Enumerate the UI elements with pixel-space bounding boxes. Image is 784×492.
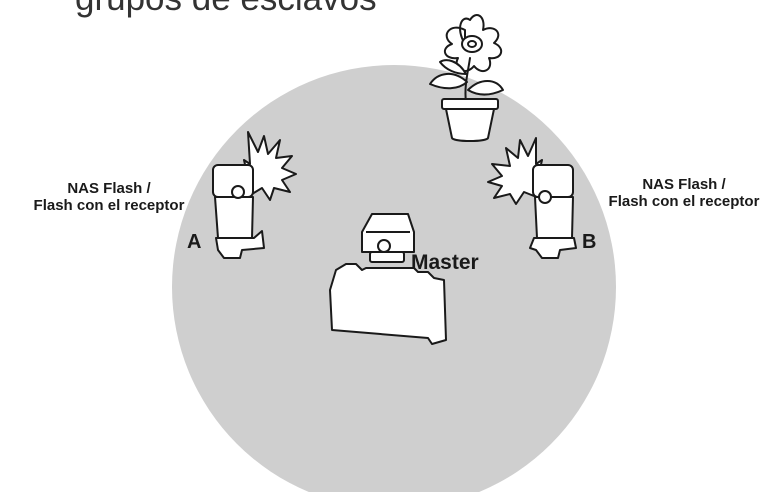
group-a-letter: A [187, 231, 202, 253]
flash-unit-icon [487, 137, 577, 259]
flash-b-label: NAS Flash / Flash con el receptor [584, 176, 784, 211]
master-label: Master [411, 251, 479, 274]
flash-a-label-line1: NAS Flash / [67, 180, 151, 197]
flash-b-label-line1: NAS Flash / [642, 176, 726, 193]
diagram-title: grupos de esclavos [75, 0, 377, 16]
flash-unit-icon [212, 131, 297, 259]
flash-a-label-line2: Flash con el receptor [33, 197, 185, 215]
light-burst-icon [487, 137, 543, 205]
flash-a-label: NAS Flash / Flash con el receptor [0, 180, 218, 215]
light-burst-icon [243, 131, 297, 201]
flower-pot-icon [429, 14, 504, 142]
group-b-letter: B [582, 231, 597, 253]
flash-b-label-line2: Flash con el receptor [608, 193, 760, 211]
camera-icon [329, 213, 447, 345]
